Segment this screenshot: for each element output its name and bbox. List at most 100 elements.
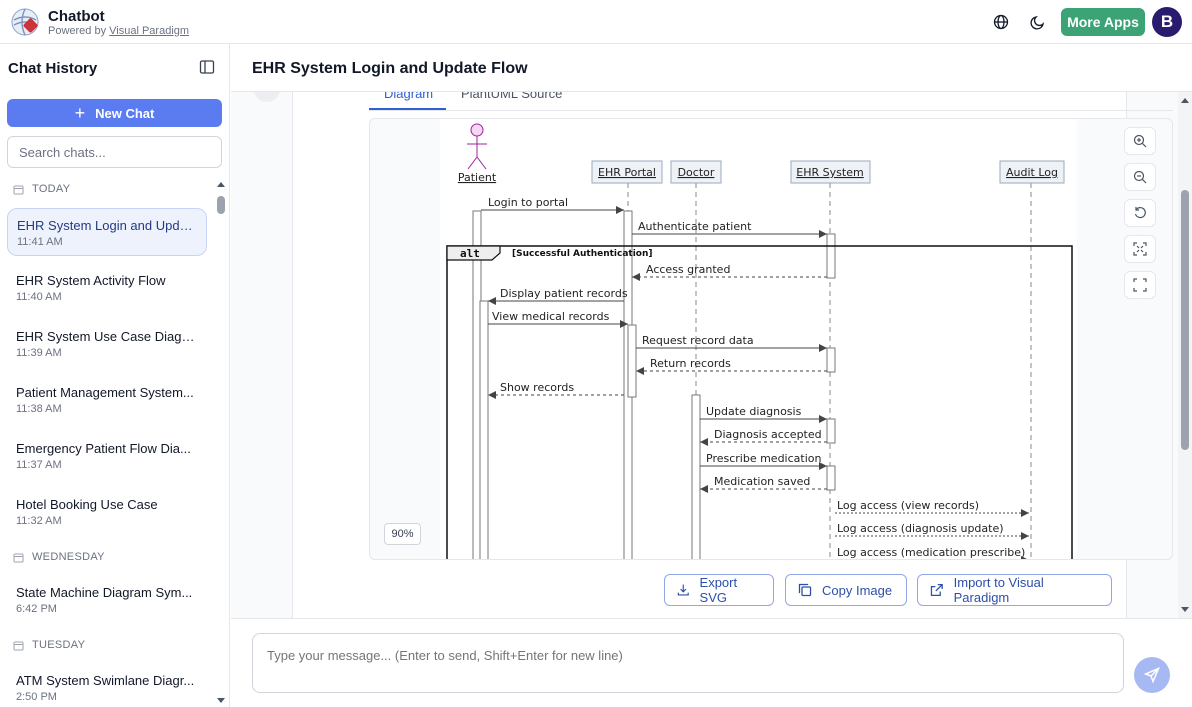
participant-ehr-system-label: EHR System bbox=[796, 166, 863, 179]
msg-label: Return records bbox=[650, 357, 731, 370]
chat-item[interactable]: ATM System Swimlane Diagr... 2:50 PM bbox=[7, 664, 207, 707]
copy-image-label: Copy Image bbox=[822, 582, 893, 598]
zoom-in-button[interactable] bbox=[1124, 127, 1156, 155]
powered-by: Powered by Visual Paradigm bbox=[48, 25, 189, 37]
activation-ehr-system-3 bbox=[826, 418, 836, 444]
globe-icon[interactable] bbox=[990, 11, 1012, 33]
scroll-down-icon[interactable] bbox=[215, 696, 227, 706]
diagram-card: Diagram PlantUML Source bbox=[292, 92, 1173, 618]
activation-ehr-system-1 bbox=[826, 233, 836, 279]
chat-item[interactable]: State Machine Diagram Sym... 6:42 PM bbox=[7, 576, 207, 624]
fit-screen-button[interactable] bbox=[1124, 235, 1156, 263]
chat-item-title: EHR System Activity Flow bbox=[16, 273, 166, 288]
alt-keyword: alt bbox=[460, 247, 480, 260]
more-apps-button[interactable]: More Apps bbox=[1061, 8, 1145, 36]
calendar-icon bbox=[13, 553, 24, 562]
sidebar-toggle-icon[interactable] bbox=[199, 59, 215, 75]
alt-guard: [Successful Authentication] bbox=[512, 249, 653, 259]
bot-avatar-icon bbox=[254, 92, 280, 102]
sidebar-scroll-thumb[interactable] bbox=[217, 196, 225, 214]
msg-label: Log access (view records) bbox=[837, 499, 979, 512]
new-chat-label: New Chat bbox=[95, 105, 155, 121]
reset-icon bbox=[1134, 206, 1146, 219]
zoom-out-button[interactable] bbox=[1124, 163, 1156, 191]
moon-icon[interactable] bbox=[1027, 11, 1049, 33]
scroll-down-icon[interactable] bbox=[1178, 605, 1192, 615]
chat-item-time: 11:41 AM bbox=[17, 236, 63, 248]
participant-patient-label: Patient bbox=[458, 171, 497, 184]
sidebar-scrollbar[interactable] bbox=[215, 179, 227, 707]
activation-ehr-portal-2 bbox=[627, 324, 637, 398]
participant-ehr-portal-box bbox=[591, 160, 663, 184]
chat-item-active[interactable]: EHR System Login and Upda... 11:41 AM bbox=[7, 208, 207, 256]
chat-item-time: 2:50 PM bbox=[16, 691, 57, 703]
copy-image-button[interactable]: Copy Image bbox=[785, 574, 907, 606]
msg-label: Authenticate patient bbox=[638, 220, 752, 233]
calendar-icon bbox=[13, 185, 24, 194]
main-scroll-thumb[interactable] bbox=[1181, 190, 1189, 450]
sidebar: Chat History + New Chat TODAY EHR System… bbox=[0, 44, 230, 707]
export-svg-button[interactable]: Export SVG bbox=[664, 574, 774, 606]
import-visual-paradigm-button[interactable]: Import to Visual Paradigm bbox=[917, 574, 1112, 606]
participant-ehr-portal-label: EHR Portal bbox=[598, 166, 656, 179]
tab-plantuml-source[interactable]: PlantUML Source bbox=[461, 92, 563, 101]
activation-ehr-system-4 bbox=[826, 465, 836, 491]
fullscreen-button[interactable] bbox=[1124, 271, 1156, 299]
app-title: Chatbot bbox=[48, 8, 105, 25]
search-chats-input[interactable] bbox=[7, 136, 222, 168]
active-tab-indicator bbox=[369, 108, 446, 110]
chat-item[interactable]: EHR System Use Case Diagram 11:39 AM bbox=[7, 320, 207, 368]
reset-zoom-button[interactable] bbox=[1124, 199, 1156, 227]
group-label-wednesday: WEDNESDAY bbox=[13, 551, 105, 563]
msg-label: Display patient records bbox=[500, 287, 628, 300]
new-chat-button[interactable]: + New Chat bbox=[7, 99, 222, 127]
main-scrollbar[interactable] bbox=[1178, 92, 1192, 618]
group-label-today: TODAY bbox=[13, 183, 70, 195]
scroll-up-icon[interactable] bbox=[215, 179, 227, 189]
chat-item[interactable]: EHR System Activity Flow 11:40 AM bbox=[7, 264, 207, 312]
diagram-viewer[interactable]: Patient EHR Portal Doctor EHR System Aud… bbox=[369, 118, 1173, 560]
scroll-up-icon[interactable] bbox=[1178, 95, 1192, 105]
participant-audit-log-label: Audit Log bbox=[1006, 166, 1058, 179]
chat-item-title: Emergency Patient Flow Dia... bbox=[16, 441, 191, 456]
zoom-level: 90% bbox=[384, 523, 421, 545]
message-input[interactable] bbox=[252, 633, 1124, 693]
chat-item-time: 6:42 PM bbox=[16, 603, 57, 615]
activation-patient-2 bbox=[479, 300, 489, 559]
chat-item-title: ATM System Swimlane Diagr... bbox=[16, 673, 195, 688]
msg-label: Login to portal bbox=[488, 196, 568, 209]
chat-item-title: EHR System Use Case Diagram bbox=[16, 329, 198, 344]
participant-ehr-system-box bbox=[790, 160, 871, 184]
import-visual-paradigm-label: Import to Visual Paradigm bbox=[953, 575, 1044, 605]
tab-diagram[interactable]: Diagram bbox=[384, 92, 434, 101]
composer-divider bbox=[231, 618, 1192, 619]
alt-fragment bbox=[446, 245, 1073, 559]
participant-doctor-label: Doctor bbox=[678, 166, 715, 179]
chat-item-time: 11:38 AM bbox=[16, 403, 62, 415]
chat-item[interactable]: Emergency Patient Flow Dia... 11:37 AM bbox=[7, 432, 207, 480]
group-label-tuesday: TUESDAY bbox=[13, 639, 85, 651]
message-area: Diagram PlantUML Source bbox=[231, 92, 1178, 618]
chat-item-time: 11:40 AM bbox=[16, 291, 62, 303]
send-button[interactable] bbox=[1134, 657, 1170, 693]
chat-item[interactable]: Patient Management System... 11:38 AM bbox=[7, 376, 207, 424]
msg-label: Prescribe medication bbox=[706, 452, 822, 465]
chat-item[interactable]: Hotel Booking Use Case 11:32 AM bbox=[7, 488, 207, 536]
fit-screen-icon bbox=[1133, 242, 1147, 256]
msg-label: Medication saved bbox=[714, 475, 810, 488]
chat-item-time: 11:37 AM bbox=[16, 459, 62, 471]
msg-label: Update diagnosis bbox=[706, 405, 802, 418]
sequence-diagram[interactable]: Patient EHR Portal Doctor EHR System Aud… bbox=[440, 119, 1077, 559]
fullscreen-icon bbox=[1133, 278, 1147, 292]
msg-label: Access granted bbox=[646, 263, 730, 276]
chat-history-title: Chat History bbox=[8, 60, 98, 77]
chat-item-time: 11:32 AM bbox=[16, 515, 62, 527]
powered-by-prefix: Powered by bbox=[48, 25, 107, 37]
visual-paradigm-link[interactable]: Visual Paradigm bbox=[109, 25, 190, 37]
chatbot-logo-icon bbox=[11, 8, 39, 36]
avatar[interactable]: B bbox=[1152, 7, 1182, 37]
msg-label: Diagnosis accepted bbox=[714, 428, 822, 441]
activation-ehr-system-2 bbox=[826, 347, 836, 373]
external-link-icon bbox=[930, 584, 943, 596]
copy-icon bbox=[798, 583, 812, 597]
